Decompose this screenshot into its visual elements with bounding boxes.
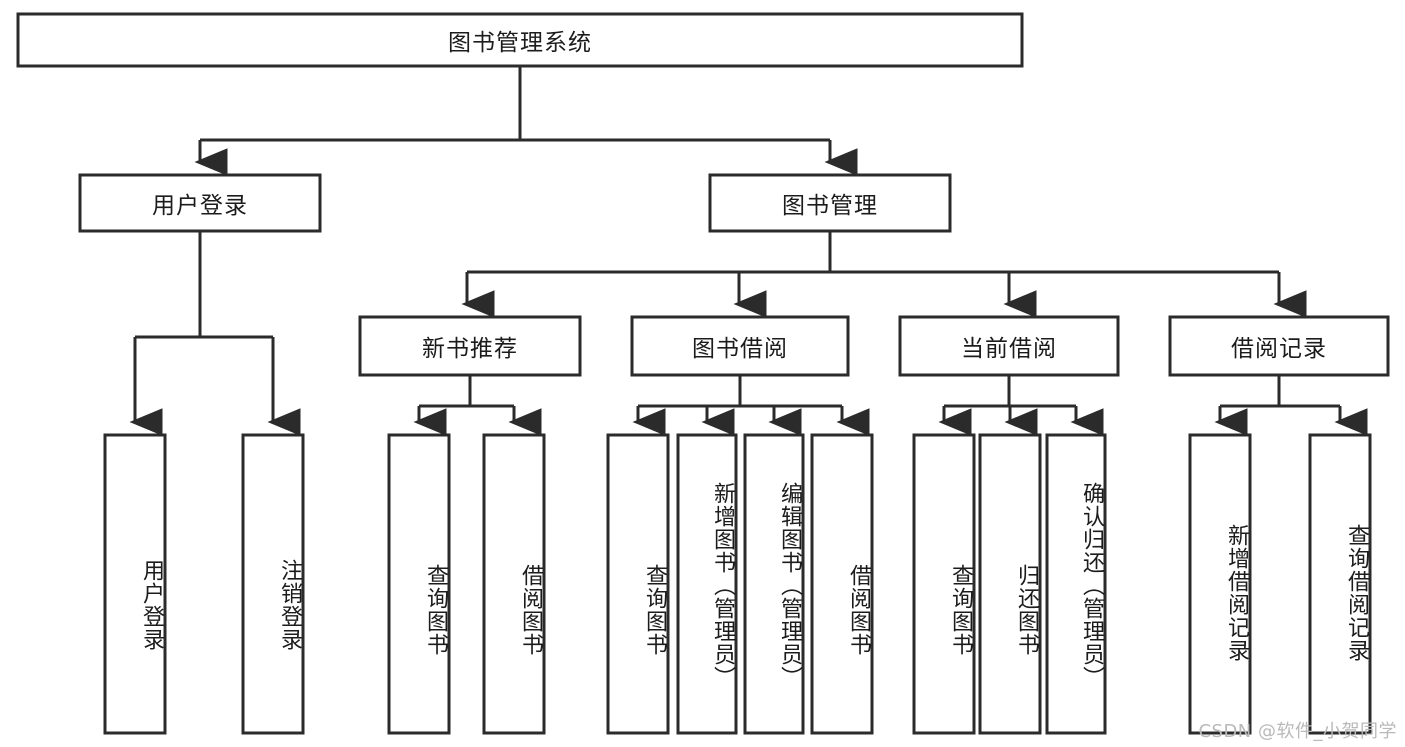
connector-currentborrow-to-leaves bbox=[938, 375, 1104, 436]
node-leaf-user-login[interactable] bbox=[103, 433, 167, 735]
node-leaf-borrow-book-1[interactable] bbox=[482, 433, 546, 735]
node-leaf-add-book[interactable] bbox=[676, 433, 738, 735]
node-leaf-query-book-2[interactable] bbox=[606, 433, 670, 735]
node-leaf-query-record[interactable] bbox=[1308, 433, 1372, 735]
node-leaf-query-book-1[interactable] bbox=[387, 433, 451, 735]
node-user-login[interactable] bbox=[78, 173, 322, 233]
node-current-borrow[interactable] bbox=[898, 315, 1120, 377]
node-new-book-rec[interactable] bbox=[358, 315, 582, 377]
node-book-manage[interactable] bbox=[708, 173, 952, 233]
node-leaf-confirm-return[interactable] bbox=[1045, 433, 1107, 735]
connector-bookborrow-to-leaves bbox=[632, 375, 870, 436]
connector-borrowrecord-to-leaves bbox=[1214, 375, 1368, 436]
connector-userlogin-to-leaves bbox=[129, 231, 301, 436]
node-root[interactable] bbox=[16, 12, 1024, 68]
node-book-borrow[interactable] bbox=[630, 315, 850, 377]
node-leaf-return-book[interactable] bbox=[978, 433, 1042, 735]
node-leaf-query-book-3[interactable] bbox=[912, 433, 976, 735]
node-leaf-add-record[interactable] bbox=[1188, 433, 1252, 735]
connector-root-to-level2 bbox=[194, 66, 858, 176]
node-leaf-edit-book[interactable] bbox=[743, 433, 805, 735]
connector-bookmanage-to-level3 bbox=[461, 231, 1307, 318]
node-borrow-record[interactable] bbox=[1168, 315, 1390, 377]
csdn-watermark: CSDN @软件_小贺同学 bbox=[1198, 721, 1397, 742]
node-leaf-user-logout[interactable] bbox=[241, 433, 305, 735]
node-leaf-borrow-book-2[interactable] bbox=[810, 433, 874, 735]
connector-newbookrec-to-leaves bbox=[413, 375, 542, 436]
